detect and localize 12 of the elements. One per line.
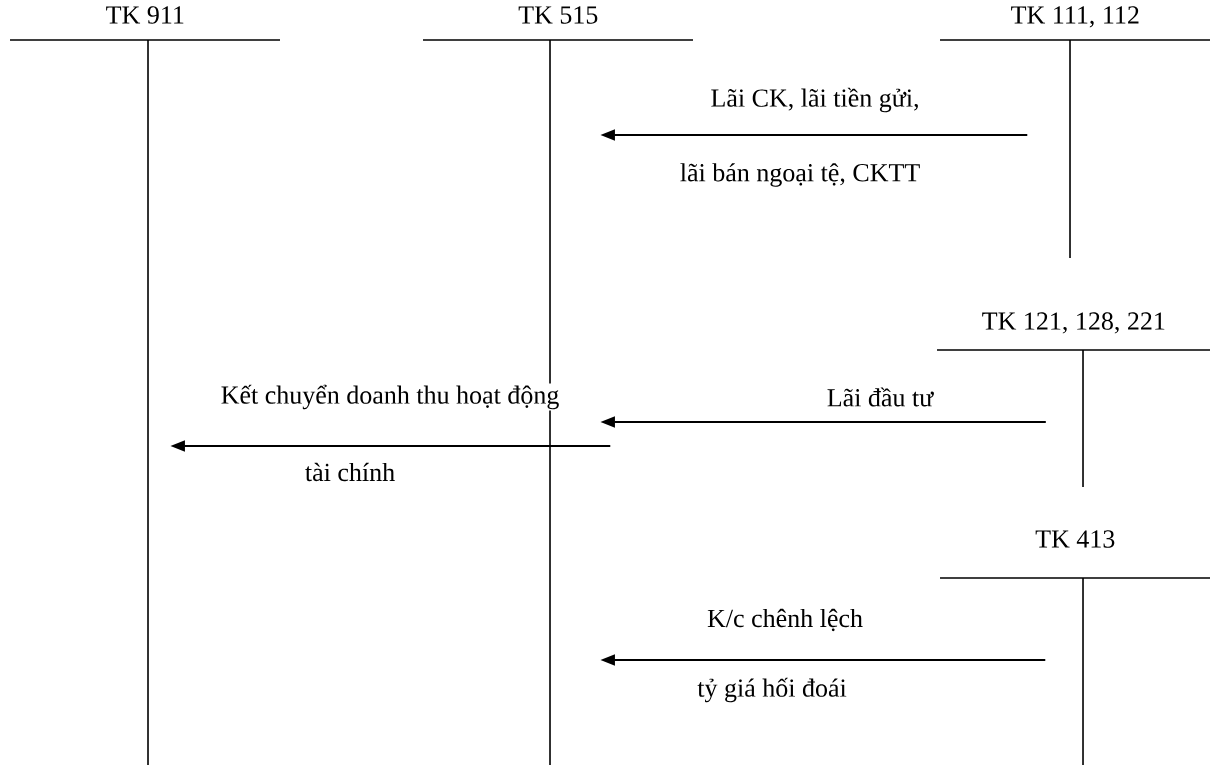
note-text: tỷ giá hối đoái <box>697 677 847 703</box>
note-text: tài chính <box>305 462 395 482</box>
edge-label: Kết chuyển doanh thu hoạt động <box>219 383 561 411</box>
t-account-title: TK 121, 128, 221 <box>982 312 1165 334</box>
t-account-title: TK 413 <box>1035 530 1115 548</box>
edge-label: Lãi CK, lãi tiền gửi, <box>709 86 921 114</box>
edge-label: Lãi đầu tư <box>825 386 935 408</box>
note-text: lãi bán ngoại tệ, CKTT <box>680 163 920 187</box>
t-account-title: TK 515 <box>518 6 598 24</box>
t-account-title: TK 911 <box>106 6 184 24</box>
t-account-title: TK 111, 112 <box>1011 6 1139 28</box>
edge-label: K/c chênh lệch <box>705 607 865 633</box>
